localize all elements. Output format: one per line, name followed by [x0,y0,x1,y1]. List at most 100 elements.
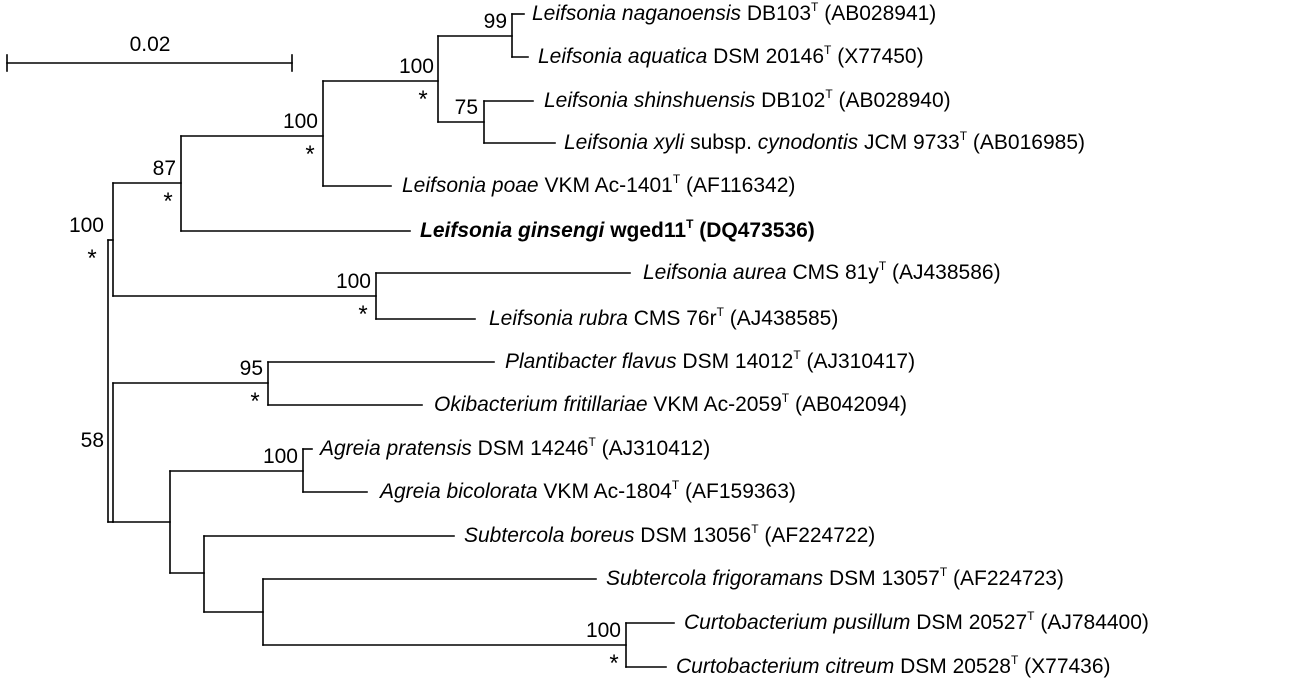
taxon-name: Subtercola boreus [464,524,635,547]
accession: (X77450) [831,45,924,68]
asterisk-marker: * [418,86,428,113]
type-strain-mark: T [716,305,724,319]
type-strain-mark: T [824,43,832,57]
type-strain-mark: T [811,0,819,14]
type-strain-mark: T [959,129,968,143]
taxon-label: Leifsonia rubra CMS 76rT (AJ438585) [489,305,839,331]
strain: DSM 20146 [707,45,825,68]
taxon-name: Leifsonia aurea [643,261,787,284]
strain: DSM 20528 [894,655,1011,678]
taxon-name: Subtercola frigoramans [606,567,824,590]
taxon-label: Agreia bicolorata VKM Ac-1804T (AF159363… [380,478,796,504]
taxon-label: Subtercola frigoramans DSM 13057T (AF224… [606,565,1064,591]
strain: DB102 [755,89,826,112]
asterisk-marker: * [609,650,619,677]
type-strain-mark: T [1010,653,1019,667]
strain: CMS 76r [627,307,717,330]
taxon-label: Leifsonia naganoensis DB103T (AB028941) [532,0,937,26]
taxon-name: Okibacterium fritillariae [434,393,648,416]
taxon-label: Leifsonia xyli subsp. cynodontis JCM 973… [564,129,1085,155]
accession: (AJ310412) [595,437,711,460]
taxon-name: Leifsonia rubra [489,307,628,330]
type-strain-mark: T [588,435,596,449]
bootstrap-value: 100 [398,55,434,78]
strain: VKM Ac-2059 [647,393,782,416]
subspecies-name: cynodontis [757,131,859,154]
taxon-label: Agreia pratensis DSM 14246T (AJ310412) [320,435,711,461]
type-strain-mark: T [878,259,887,273]
bootstrap-value: 99 [483,10,507,33]
taxon-name: Leifsonia naganoensis [532,2,741,25]
taxon-name: Curtobacterium pusillum [684,611,911,634]
accession: (DQ473536) [693,219,815,242]
taxon-name: Agreia bicolorata [380,480,538,503]
taxon-name: Leifsonia xyli [564,131,685,154]
asterisk-marker: * [163,188,173,215]
accession: (AB042094) [789,393,908,416]
strain: DSM 14012 [676,350,794,373]
strain: DSM 13057 [823,567,940,590]
bootstrap-value: 58 [80,429,104,452]
strain: DB103 [741,2,812,25]
accession: (AJ438585) [723,307,839,330]
strain: VKM Ac-1804 [537,480,672,503]
accession: (AF224722) [758,524,876,547]
strain: VKM Ac-1401 [538,174,673,197]
taxon-name: Leifsonia shinshuensis [544,89,756,112]
taxon-name: Leifsonia poae [402,174,539,197]
taxon-label: Plantibacter flavus DSM 14012T (AJ310417… [505,348,916,374]
accession: (AJ310417) [800,350,916,373]
strain: CMS 81y [786,261,879,284]
accession: (AF224723) [947,567,1064,590]
type-strain-mark: T [781,391,790,405]
type-strain-mark: T [939,565,948,579]
scale-bar-label: 0.02 [129,33,171,56]
bootstrap-value: 100 [68,214,104,237]
type-strain-mark: T [686,217,694,231]
taxon-label: Leifsonia poae VKM Ac-1401T (AF116342) [402,172,796,198]
taxon-name: Leifsonia aquatica [538,45,708,68]
type-strain-mark: T [1027,609,1035,623]
taxon-name: Plantibacter flavus [505,350,677,373]
accession: (AB028940) [832,89,951,112]
taxon-label: Subtercola boreus DSM 13056T (AF224722) [464,522,876,548]
accession: (AF159363) [679,480,796,503]
asterisk-marker: * [87,245,97,272]
strain: JCM 9733 [858,131,960,154]
bootstrap-value: 100 [585,619,621,642]
type-strain-mark: T [671,478,680,492]
taxon-label: Leifsonia shinshuensis DB102T (AB028940) [544,87,951,113]
strain: DSM 20527 [910,611,1028,634]
strain: wged11 [604,219,687,242]
taxon-label-highlighted: Leifsonia ginsengi wged11T (DQ473536) [420,217,815,243]
type-strain-mark: T [672,172,681,186]
taxon-name: Curtobacterium citreum [676,655,895,678]
bootstrap-value: 95 [239,357,263,380]
taxon-label: Leifsonia aquatica DSM 20146T (X77450) [538,43,924,69]
accession: (X77436) [1018,655,1111,678]
accession: (AF116342) [680,174,796,197]
bootstrap-value: 100 [335,270,371,293]
asterisk-marker: * [305,141,315,168]
asterisk-marker: * [250,388,260,415]
accession: (AJ784400) [1034,611,1149,634]
bootstrap-value: 100 [262,445,298,468]
bootstrap-value: 87 [152,157,176,180]
taxon-label: Curtobacterium citreum DSM 20528T (X7743… [676,653,1111,679]
taxon-label: Okibacterium fritillariae VKM Ac-2059T (… [434,391,908,417]
bootstrap-value: 75 [454,96,478,119]
taxon-name: Agreia pratensis [320,437,472,460]
strain: DSM 13056 [634,524,752,547]
taxon-label: Curtobacterium pusillum DSM 20527T (AJ78… [684,609,1149,635]
strain: subsp. [684,131,758,154]
strain: DSM 14246 [471,437,589,460]
accession: (AB028941) [818,2,937,25]
type-strain-mark: T [825,87,833,101]
type-strain-mark: T [751,522,759,536]
asterisk-marker: * [358,301,368,328]
accession: (AB016985) [967,131,1085,154]
taxon-label: Leifsonia aurea CMS 81yT (AJ438586) [643,259,1001,285]
type-strain-mark: T [793,348,801,362]
bootstrap-value: 100 [282,110,318,133]
